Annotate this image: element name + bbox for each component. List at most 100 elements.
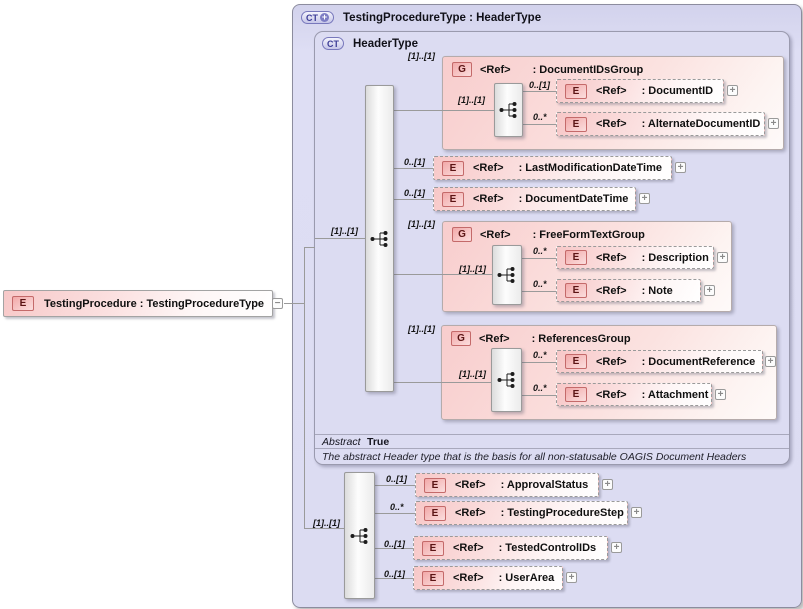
expand-icon[interactable]: + (566, 572, 577, 583)
cardinality-label: 0..[1] (386, 474, 408, 484)
expand-icon[interactable]: + (768, 118, 779, 129)
element-icon: E (422, 540, 444, 556)
sequence-connector[interactable] (491, 348, 522, 412)
connector-line (392, 382, 491, 383)
element-name: : TestingProcedureStep (500, 507, 624, 519)
element-icon: E (442, 191, 464, 207)
element-name: : ApprovalStatus (500, 479, 589, 491)
sequence-icon (499, 102, 516, 118)
expand-icon[interactable]: + (675, 162, 686, 173)
element-name: : Note (641, 284, 673, 297)
element-tested-control-ids[interactable]: E <Ref> : TestedControlIDs (413, 536, 608, 560)
element-name: : DocumentDateTime (518, 193, 629, 205)
ref-label: <Ref> (480, 63, 511, 76)
ref-label: <Ref> (455, 507, 486, 519)
connector-line (373, 485, 415, 486)
cardinality-label: [1]..[1] (408, 219, 435, 229)
abstract-label: Abstract (322, 436, 361, 448)
type-description: The abstract Header type that is the bas… (322, 451, 747, 463)
element-name: : AlternateDocumentID (641, 118, 761, 130)
sequence-connector[interactable] (344, 472, 375, 599)
element-testing-procedure[interactable]: E TestingProcedure : TestingProcedureTyp… (3, 290, 273, 317)
cardinality-label: 0..* (390, 502, 404, 512)
cardinality-label: 0..[1] (404, 188, 426, 198)
element-description[interactable]: E <Ref> : Description (556, 246, 714, 269)
element-icon: E (565, 354, 587, 369)
connector-line (521, 91, 556, 92)
cardinality-label: [1]..[1] (459, 264, 486, 274)
header-type-header: CT HeaderType (322, 37, 418, 50)
element-name: : LastModificationDateTime (518, 162, 663, 174)
ref-label: <Ref> (596, 85, 627, 97)
header-type-title: HeaderType (353, 37, 418, 50)
element-document-reference[interactable]: E <Ref> : DocumentReference (556, 350, 763, 373)
cardinality-label: [1]..[1] (459, 369, 486, 379)
expand-icon[interactable]: + (611, 542, 622, 553)
cardinality-label: 0..* (533, 279, 547, 289)
connector-line (304, 528, 345, 529)
element-note[interactable]: E <Ref> : Note (556, 279, 701, 302)
expand-icon[interactable]: + (631, 507, 642, 518)
complex-type-icon[interactable]: CT (322, 37, 344, 50)
group-icon: G (452, 227, 472, 242)
expand-icon[interactable]: + (727, 85, 738, 96)
ref-label: <Ref> (455, 479, 486, 491)
element-name: : Attachment (641, 388, 709, 401)
expand-icon[interactable]: + (717, 252, 728, 263)
element-icon: E (424, 477, 446, 493)
ref-label: <Ref> (596, 118, 627, 130)
element-user-area[interactable]: E <Ref> : UserArea (413, 566, 563, 590)
element-name: : Description (641, 251, 709, 264)
element-alternate-document-id[interactable]: E <Ref> : AlternateDocumentID (556, 112, 765, 136)
sequence-connector[interactable] (365, 85, 394, 392)
ref-label: <Ref> (479, 332, 510, 345)
group-header: G <Ref> : FreeFormTextGroup (443, 222, 731, 242)
connector-line (392, 199, 433, 200)
complex-type-title: TestingProcedureType : HeaderType (343, 11, 542, 24)
ref-label: <Ref> (473, 162, 504, 174)
element-icon: E (565, 83, 587, 99)
ct-label: CT (306, 12, 318, 23)
expand-icon[interactable]: + (715, 389, 726, 400)
cardinality-label: 0..[1] (404, 157, 426, 167)
element-attachment[interactable]: E <Ref> : Attachment (556, 383, 712, 406)
group-name: : ReferencesGroup (531, 332, 631, 345)
expand-icon[interactable]: + (602, 479, 613, 490)
cardinality-label: [1]..[1] (408, 324, 435, 334)
ref-label: <Ref> (473, 193, 504, 205)
connector-line (520, 395, 556, 396)
sequence-icon (370, 230, 387, 247)
cardinality-label: [1]..[1] (408, 51, 435, 61)
connector-line (392, 110, 494, 111)
connector-line (304, 247, 315, 248)
divider (315, 434, 789, 435)
element-icon: E (565, 116, 587, 132)
element-name: : UserArea (498, 572, 555, 584)
sequence-connector[interactable] (492, 245, 522, 305)
sequence-icon (497, 372, 514, 388)
ref-label: <Ref> (596, 284, 627, 297)
element-last-modification-date-time[interactable]: E <Ref> : LastModificationDateTime (433, 156, 672, 180)
element-icon: E (12, 296, 34, 311)
ref-label: <Ref> (596, 355, 627, 368)
element-name: : DocumentReference (641, 355, 756, 368)
element-testing-procedure-step[interactable]: E <Ref> : TestingProcedureStep (415, 501, 628, 525)
sequence-connector[interactable] (494, 83, 523, 137)
sequence-icon (497, 267, 515, 283)
element-icon: E (565, 283, 587, 298)
element-document-id[interactable]: E <Ref> : DocumentID (556, 79, 724, 103)
element-document-date-time[interactable]: E <Ref> : DocumentDateTime (433, 187, 636, 211)
connector-line (304, 247, 305, 529)
group-icon: G (451, 331, 471, 346)
group-header: G <Ref> : ReferencesGroup (442, 326, 776, 346)
connector-line (373, 578, 413, 579)
connector-line (520, 258, 556, 259)
expand-icon[interactable]: + (765, 356, 776, 367)
complex-type-icon[interactable]: CT+ (301, 11, 334, 24)
connector-line (315, 238, 365, 239)
collapse-icon[interactable]: − (272, 298, 283, 309)
element-approval-status[interactable]: E <Ref> : ApprovalStatus (415, 473, 599, 497)
expand-icon[interactable]: + (639, 193, 650, 204)
expand-icon[interactable]: + (704, 285, 715, 296)
